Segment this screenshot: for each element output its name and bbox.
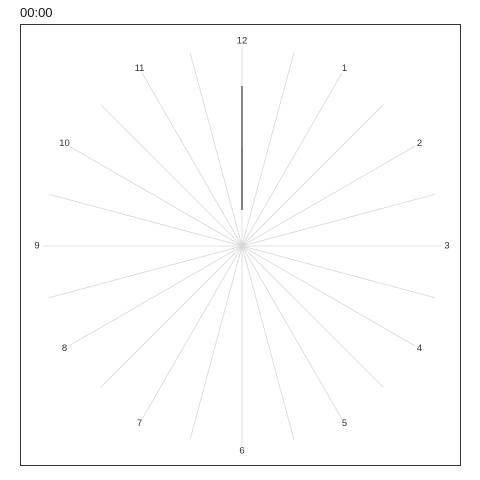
hour-label-5: 5 (342, 418, 347, 429)
hour-label-3: 3 (444, 241, 449, 252)
time-readout: 00:00 (20, 5, 53, 20)
radial-line (241, 245, 295, 440)
radial-line (141, 245, 243, 420)
radial-line (68, 245, 243, 347)
radial-line (100, 245, 243, 388)
hour-label-7: 7 (137, 418, 142, 429)
radial-line (241, 193, 436, 247)
hour-label-9: 9 (34, 241, 39, 252)
radial-line (100, 104, 243, 247)
radial-line (68, 145, 243, 247)
radial-lines (42, 46, 442, 446)
radial-line (48, 245, 243, 299)
hour-label-10: 10 (59, 138, 70, 149)
hour-label-2: 2 (417, 138, 422, 149)
radial-line (189, 52, 243, 247)
radial-line (241, 52, 295, 247)
radial-line (241, 245, 384, 388)
radial-line (241, 245, 436, 299)
hour-label-1: 1 (342, 63, 347, 74)
radial-line (241, 245, 416, 347)
radial-line (241, 245, 343, 420)
hour-label-6: 6 (239, 446, 244, 457)
hour-label-8: 8 (62, 343, 67, 354)
radial-line (48, 193, 243, 247)
hour-label-4: 4 (417, 343, 422, 354)
radial-line (189, 245, 243, 440)
radial-line (241, 104, 384, 247)
radial-line (141, 72, 243, 247)
radial-line (241, 145, 416, 247)
hour-label-12: 12 (237, 36, 248, 47)
radial-line (241, 72, 343, 247)
hour-label-11: 11 (135, 63, 145, 74)
